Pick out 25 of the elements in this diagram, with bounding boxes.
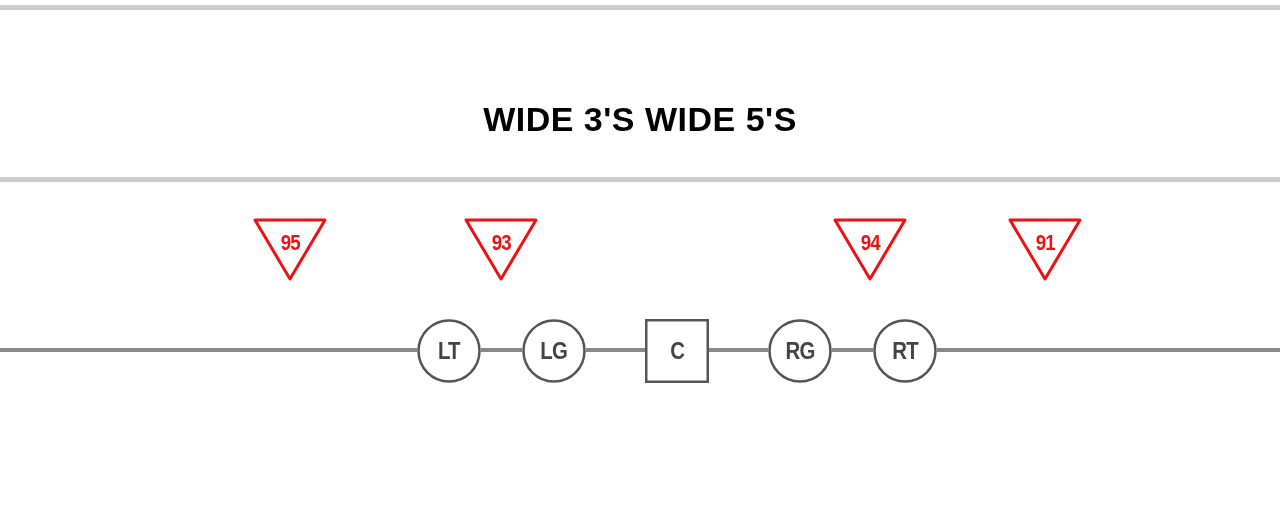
position-label: RT (892, 337, 918, 365)
line-of-scrimmage (0, 348, 417, 352)
lineman-circle (417, 319, 481, 383)
position-label: RG (785, 337, 815, 365)
line-of-scrimmage (481, 348, 522, 352)
center-square (645, 319, 709, 383)
position-label: LG (540, 337, 568, 365)
defender-triangle (253, 218, 327, 281)
position-label: 94 (860, 229, 880, 256)
defender-triangle (464, 218, 538, 281)
position-label: 91 (1035, 229, 1055, 256)
line-of-scrimmage (937, 348, 1280, 352)
lineman-circle (522, 319, 586, 383)
line-of-scrimmage (832, 348, 873, 352)
position-label: LT (438, 337, 460, 365)
defender-triangle (1008, 218, 1082, 281)
defender-triangle (833, 218, 907, 281)
lineman-circle (768, 319, 832, 383)
position-label: 95 (280, 229, 300, 256)
lineman-circle (873, 319, 937, 383)
position-label: 93 (491, 229, 511, 256)
position-label: C (670, 337, 684, 365)
line-of-scrimmage (709, 348, 768, 352)
line-of-scrimmage (586, 348, 645, 352)
title: WIDE 3'S WIDE 5'S (483, 100, 797, 139)
